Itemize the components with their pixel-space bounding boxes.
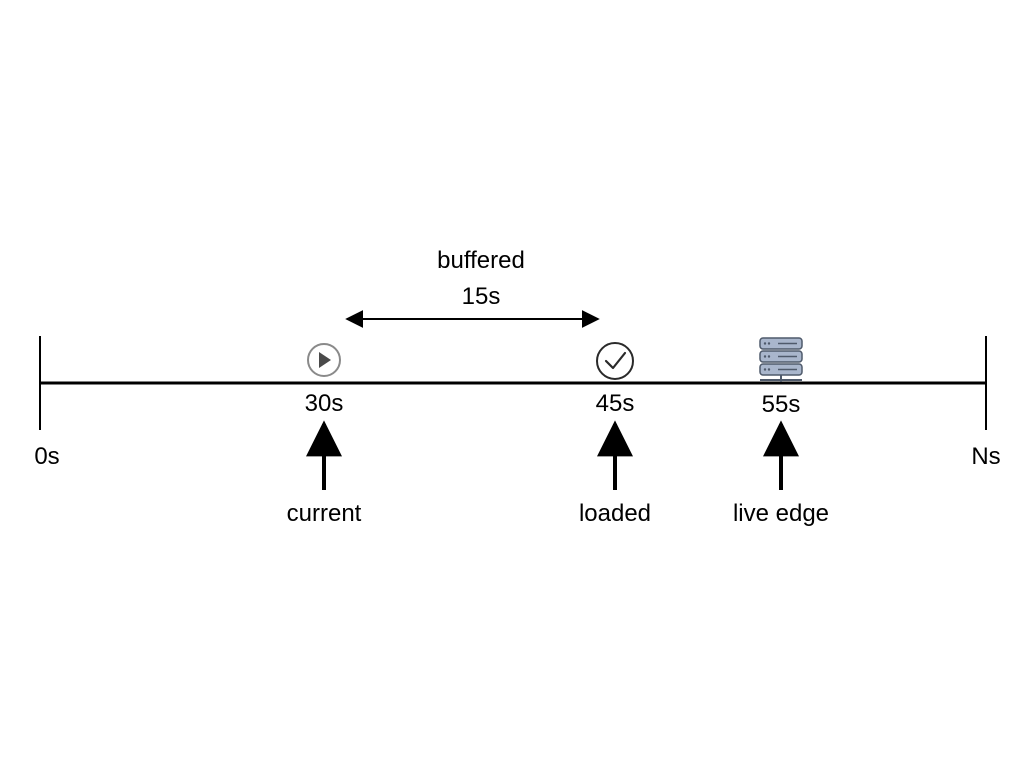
loaded-label: loaded — [579, 500, 651, 527]
check-circle-icon — [596, 342, 634, 380]
live-edge-time-label: 55s — [762, 391, 801, 418]
server-icon — [759, 337, 803, 382]
current-time-label: 30s — [305, 390, 344, 417]
loaded-time-label: 45s — [596, 390, 635, 417]
current-label: current — [287, 500, 362, 527]
buffered-duration: 15s — [462, 283, 501, 310]
live-edge-label: live edge — [733, 500, 829, 527]
play-icon — [307, 343, 341, 377]
timeline-end-label: Ns — [971, 443, 1000, 470]
timeline-start-label: 0s — [34, 443, 59, 470]
buffered-label: buffered — [437, 247, 525, 274]
